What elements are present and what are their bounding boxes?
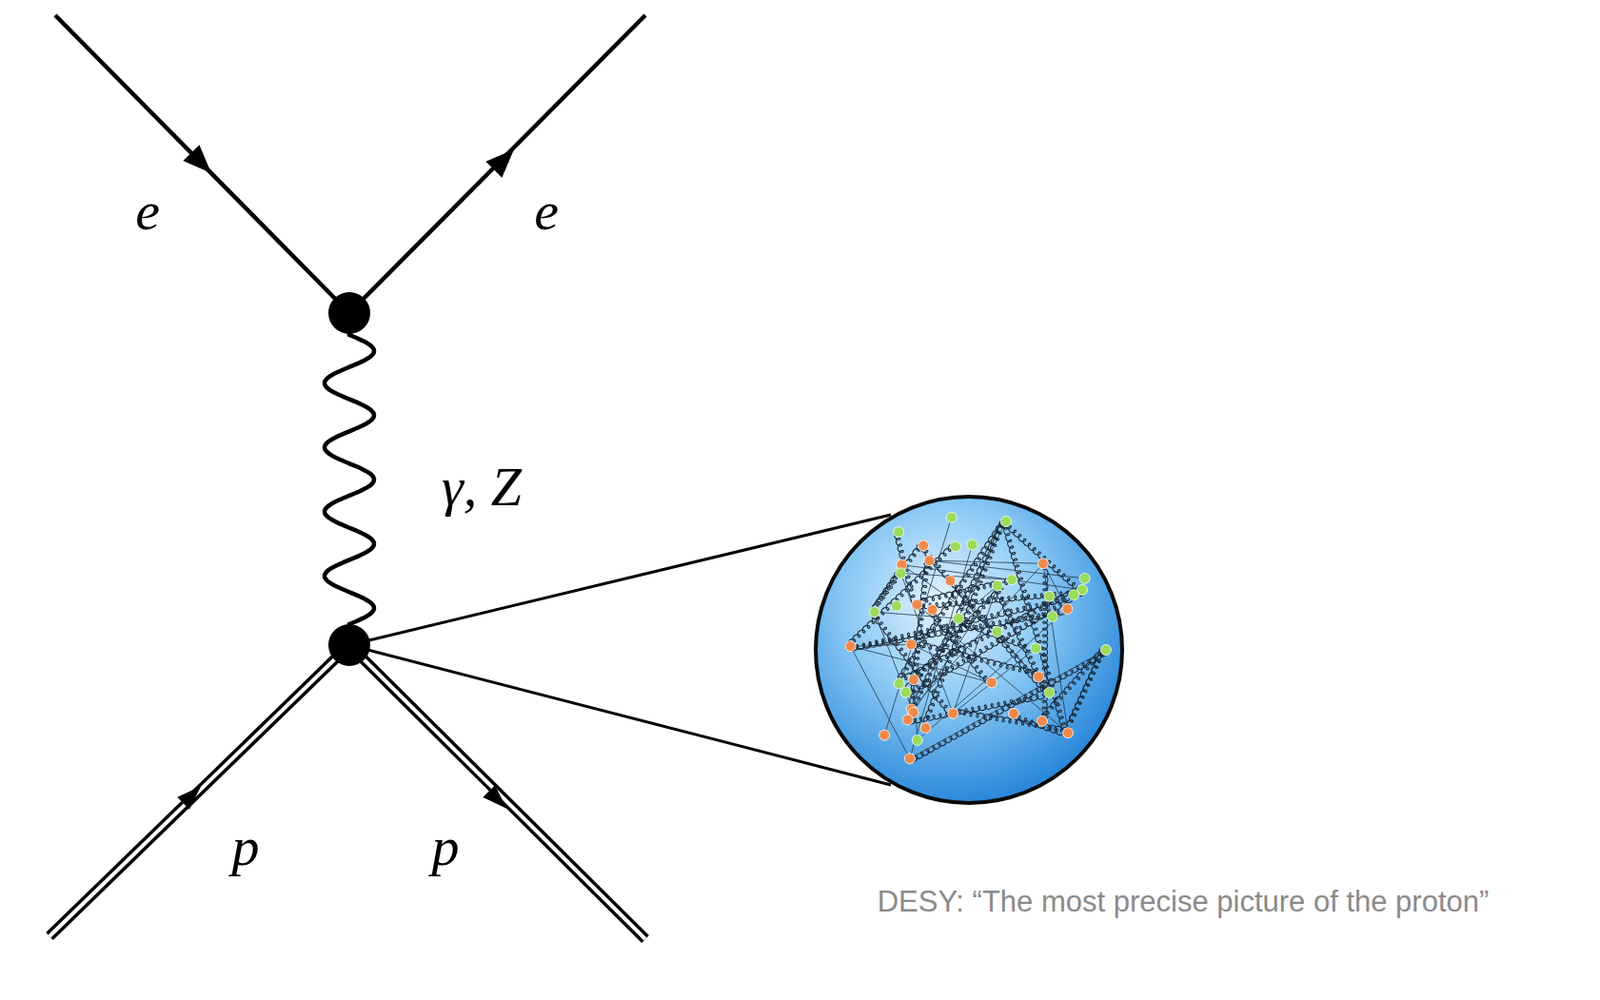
particle-label: p bbox=[432, 819, 460, 875]
quark-dot bbox=[1000, 515, 1011, 527]
gluon-coil bbox=[1003, 521, 1080, 591]
quark-dot bbox=[945, 575, 956, 587]
quark-dot bbox=[1036, 715, 1047, 727]
particle-label: e bbox=[533, 183, 559, 239]
quark-line bbox=[884, 517, 952, 736]
quark-line bbox=[908, 521, 1007, 720]
quark-dot bbox=[1008, 708, 1020, 719]
quark-dot bbox=[918, 540, 929, 552]
quark-dot bbox=[967, 539, 978, 551]
quark-dot bbox=[904, 753, 915, 765]
gluon-coil bbox=[899, 586, 1084, 683]
quark-dot bbox=[893, 678, 905, 690]
quark-dot bbox=[911, 599, 923, 611]
gluon-coil bbox=[908, 650, 1107, 762]
quark-dot bbox=[1044, 591, 1055, 602]
quark-line bbox=[850, 646, 910, 759]
proton-line bbox=[49, 645, 646, 940]
quark-dot bbox=[908, 674, 919, 686]
quark-dot bbox=[893, 527, 905, 538]
boson-label: γ, Z bbox=[441, 459, 522, 515]
gluon-coil bbox=[897, 519, 1007, 682]
quark-line bbox=[958, 586, 998, 619]
gluon-coil bbox=[1066, 648, 1107, 729]
gluon-coil bbox=[905, 577, 1012, 692]
source-caption: DESY: “The most precise picture of the p… bbox=[849, 883, 1517, 922]
quark-line bbox=[909, 545, 973, 760]
gluon-coil bbox=[1042, 648, 1107, 720]
quark-line bbox=[900, 572, 1012, 580]
quark-dot bbox=[1079, 572, 1090, 584]
quark-gluon-sea bbox=[845, 512, 1111, 765]
quark-dot bbox=[900, 687, 911, 698]
quark-dot bbox=[927, 604, 938, 615]
quark-dot bbox=[1100, 645, 1111, 656]
quark-dot bbox=[895, 568, 907, 579]
quark-dot bbox=[911, 734, 923, 746]
quark-dot bbox=[948, 708, 959, 719]
quark-dot bbox=[1030, 643, 1042, 654]
quark-dot bbox=[869, 607, 880, 618]
gluon-coil bbox=[910, 519, 1007, 712]
arrowhead bbox=[482, 785, 513, 815]
quark-dot bbox=[879, 730, 890, 741]
quark-dot bbox=[952, 613, 964, 625]
photon-propagator bbox=[324, 313, 375, 646]
quark-dot bbox=[1007, 574, 1018, 586]
quark-dot bbox=[902, 714, 913, 726]
arrowhead bbox=[177, 780, 207, 810]
quark-dot bbox=[992, 580, 1004, 592]
vertex-dot bbox=[328, 292, 371, 335]
quark-line bbox=[910, 644, 992, 683]
quark-dot bbox=[1037, 558, 1048, 570]
quark-dot bbox=[1068, 590, 1080, 601]
quark-line bbox=[916, 604, 1068, 733]
quark-line bbox=[952, 648, 1036, 713]
quark-line bbox=[874, 612, 914, 713]
electron-line bbox=[349, 15, 646, 314]
arrowhead bbox=[485, 141, 522, 178]
proton-ball bbox=[815, 496, 1123, 804]
quark-line bbox=[850, 644, 912, 647]
quark-dot bbox=[1044, 687, 1055, 698]
quark-dot bbox=[845, 641, 856, 652]
quark-dot bbox=[986, 677, 997, 689]
quark-dot bbox=[991, 626, 1003, 637]
quark-dot bbox=[920, 723, 931, 734]
particle-label: e bbox=[135, 183, 160, 239]
quark-dot bbox=[891, 600, 903, 612]
quark-line bbox=[908, 586, 998, 721]
electron-line bbox=[55, 15, 350, 314]
quark-line bbox=[1043, 563, 1068, 733]
leader-line bbox=[349, 514, 891, 646]
quark-dot bbox=[1033, 671, 1045, 683]
gluon-coil bbox=[1066, 648, 1107, 729]
quark-dot bbox=[1046, 611, 1058, 622]
quark-line bbox=[909, 650, 1107, 759]
quark-line bbox=[949, 580, 1049, 692]
vertex-dot bbox=[328, 624, 371, 667]
quark-dot bbox=[949, 541, 961, 553]
quark-dot bbox=[924, 555, 935, 567]
quark-dot bbox=[946, 512, 957, 523]
gluon-coil bbox=[894, 531, 917, 604]
quark-line bbox=[929, 560, 1044, 564]
gluon-coil bbox=[905, 590, 1085, 696]
quark-dot bbox=[906, 639, 917, 651]
quark-dot bbox=[1062, 603, 1073, 614]
leader-line bbox=[349, 645, 891, 786]
gluon-coil bbox=[1011, 713, 1064, 736]
quark-line bbox=[952, 586, 998, 714]
arrowhead bbox=[182, 144, 219, 181]
particle-label: p bbox=[232, 819, 260, 875]
quark-line bbox=[900, 572, 953, 713]
quark-dot bbox=[1063, 728, 1074, 739]
